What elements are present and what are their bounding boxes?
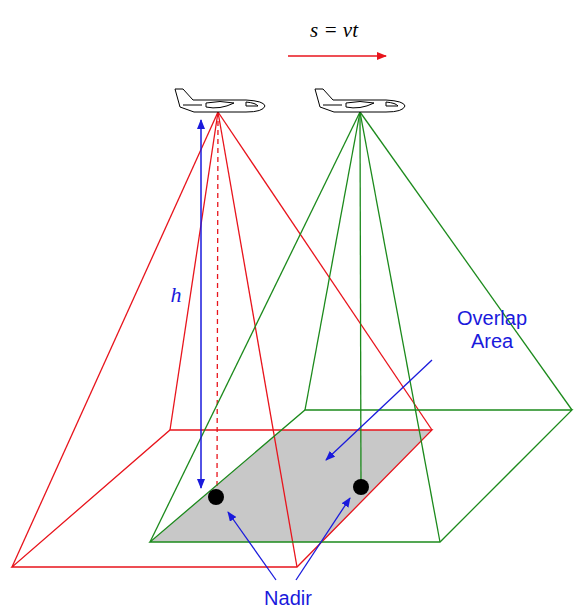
motion-arrow bbox=[288, 55, 386, 57]
leader-line bbox=[296, 498, 350, 580]
green-footprint bbox=[150, 112, 572, 542]
leader-line bbox=[326, 360, 432, 460]
height-arrow bbox=[200, 120, 202, 488]
nadir-dot bbox=[208, 489, 224, 505]
height-label: h bbox=[171, 282, 182, 308]
airplane bbox=[315, 89, 405, 112]
overlap-area bbox=[150, 430, 432, 542]
nadir-dot bbox=[353, 479, 369, 495]
overlap-label: Overlap Area bbox=[447, 307, 537, 353]
red-footprint bbox=[12, 112, 432, 567]
leader-line bbox=[228, 512, 276, 580]
motion-label: s = vt bbox=[310, 18, 358, 43]
nadir-label: Nadir bbox=[264, 587, 312, 610]
airplane bbox=[175, 89, 265, 112]
